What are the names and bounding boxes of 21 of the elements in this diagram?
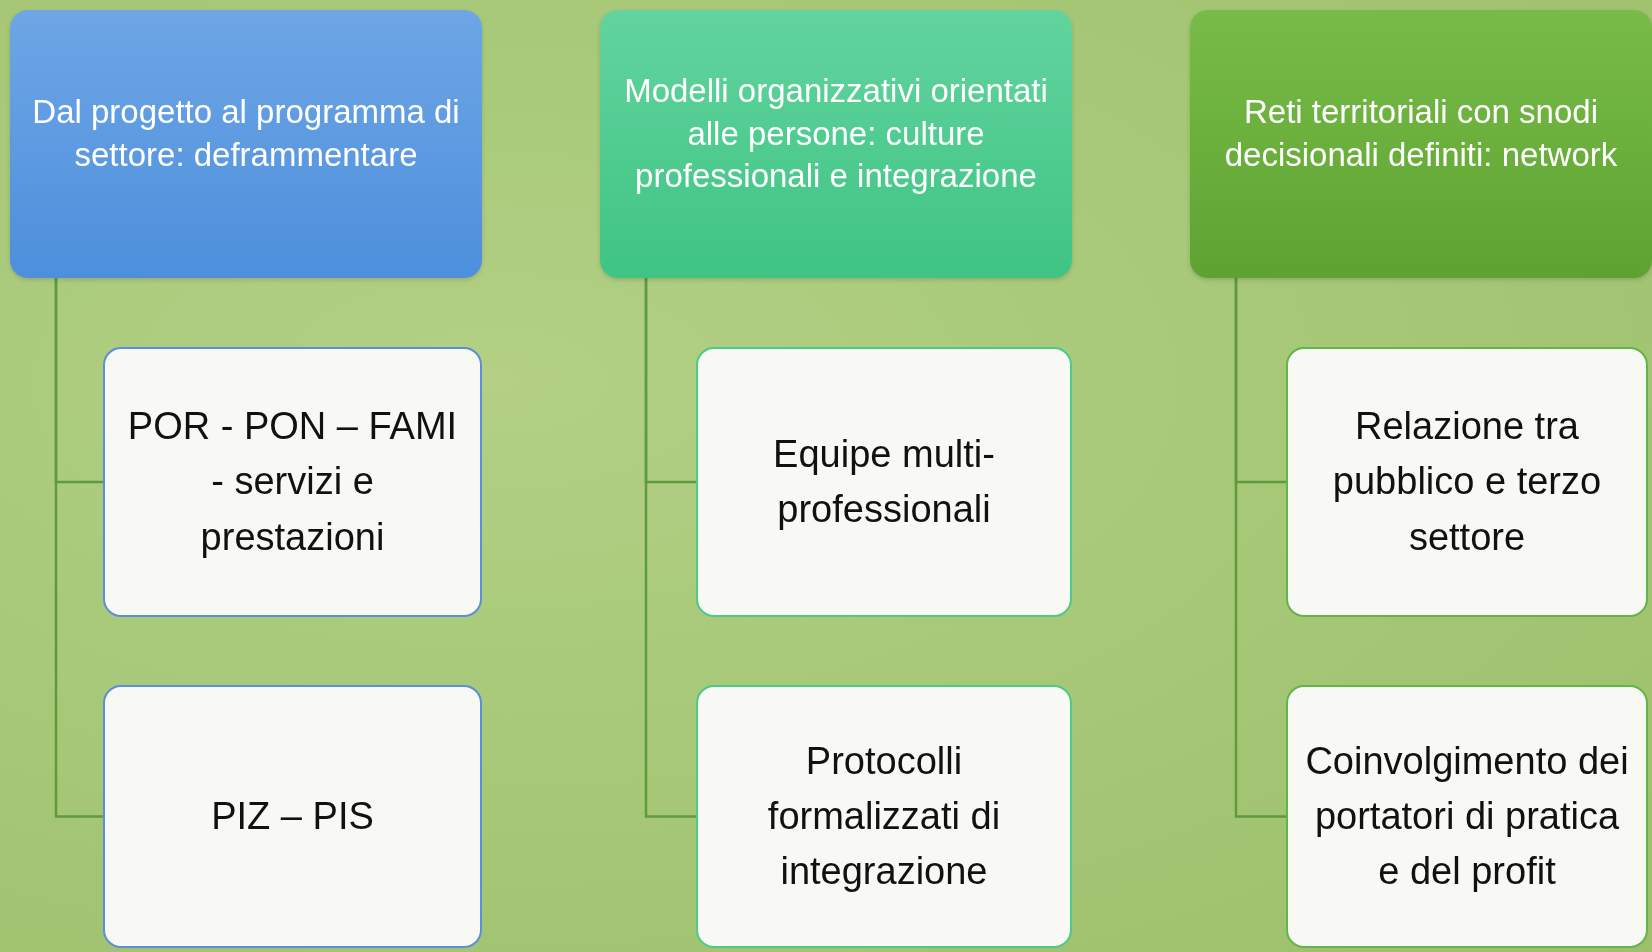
item-box (1286, 347, 1648, 617)
box-text: PIZ – PIS (211, 793, 374, 839)
box-text: Relazione tra pubblico e terzo settore (1331, 404, 1603, 560)
connector-line (54, 278, 103, 818)
connector-line (1234, 278, 1286, 818)
box-text: Modelli organizzativi orientati alle persone: culture professionali e integrazione (623, 70, 1049, 197)
item-box (103, 347, 482, 617)
connector-line (644, 278, 696, 818)
header-box (600, 10, 1072, 278)
box-text: Reti territoriali con snodi decisionali definiti: network (1223, 92, 1619, 175)
item-box (1286, 685, 1648, 948)
box-text: Protocolli formalizzati di integrazione (766, 738, 1002, 895)
item-box (696, 685, 1072, 948)
header-box (1190, 10, 1652, 278)
box-text: POR - PON – FAMI - servizi e prestazioni (126, 404, 459, 560)
item-box (103, 685, 482, 948)
box-text: Equipe multi-professionali (772, 431, 996, 532)
item-box (696, 347, 1072, 617)
header-box (10, 10, 482, 278)
box-text: Coinvolgimento dei portatori di pratica e del profit (1304, 738, 1630, 895)
box-text: Dal progetto al programma di settore: deframmentare (31, 92, 461, 175)
